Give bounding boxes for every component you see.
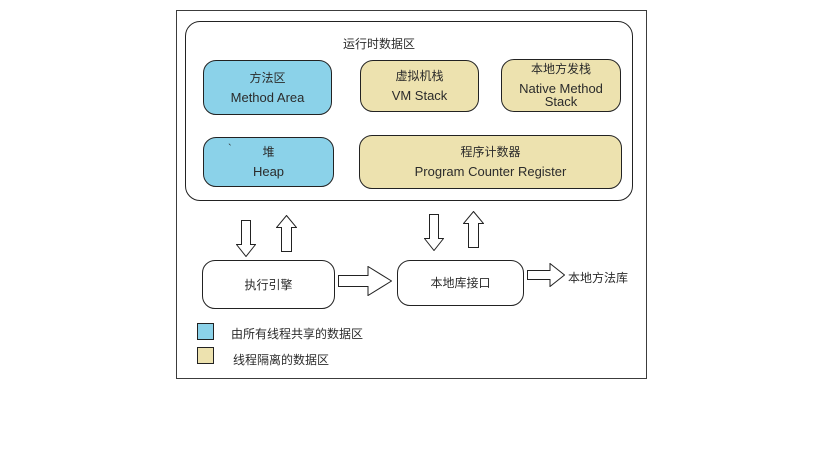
outer-border: [176, 10, 647, 379]
heap-box: 堆 Heap: [203, 137, 334, 187]
vm-stack-label-zh: 虚拟机栈: [395, 69, 444, 83]
execution-engine-label: 执行引擎: [244, 277, 293, 292]
vm-stack-label-en: VM Stack: [391, 88, 448, 103]
up-arrow-icon: [463, 211, 484, 248]
program-counter-box: 程序计数器 Program Counter Register: [359, 135, 622, 189]
runtime-data-area-container: [185, 21, 633, 201]
heap-stray-mark: `: [228, 143, 232, 155]
native-method-stack-label-zh: 本地方发栈: [530, 62, 591, 76]
program-counter-label-en: Program Counter Register: [414, 164, 567, 179]
native-library-label: 本地方法库: [568, 271, 629, 285]
legend-swatch-isolated: [197, 347, 214, 364]
legend-swatch-shared: [197, 323, 214, 340]
method-area-label-en: Method Area: [230, 89, 305, 105]
native-method-stack-box: 本地方发栈 Native Method Stack: [501, 59, 621, 112]
program-counter-label-zh: 程序计数器: [460, 145, 521, 159]
up-arrow-icon: [276, 215, 297, 252]
method-area-label-zh: 方法区: [249, 70, 286, 85]
right-arrow-icon: [338, 266, 392, 296]
right-arrow-icon: [527, 263, 565, 287]
vm-stack-box: 虚拟机栈 VM Stack: [360, 60, 479, 112]
heap-label-en: Heap: [252, 164, 285, 179]
runtime-data-area-title: 运行时数据区: [343, 37, 416, 51]
down-arrow-icon: [424, 214, 444, 251]
down-arrow-icon: [236, 220, 256, 257]
heap-label-zh: 堆: [262, 145, 275, 159]
native-interface-box: 本地库接口: [397, 260, 524, 306]
legend-label-isolated: 线程隔离的数据区: [233, 353, 330, 367]
native-interface-label: 本地库接口: [430, 276, 491, 290]
execution-engine-box: 执行引擎: [202, 260, 335, 309]
legend-label-shared: 由所有线程共享的数据区: [231, 327, 364, 341]
method-area-box: 方法区 Method Area: [203, 60, 332, 115]
native-method-stack-label-en: Native Method Stack: [519, 81, 603, 109]
